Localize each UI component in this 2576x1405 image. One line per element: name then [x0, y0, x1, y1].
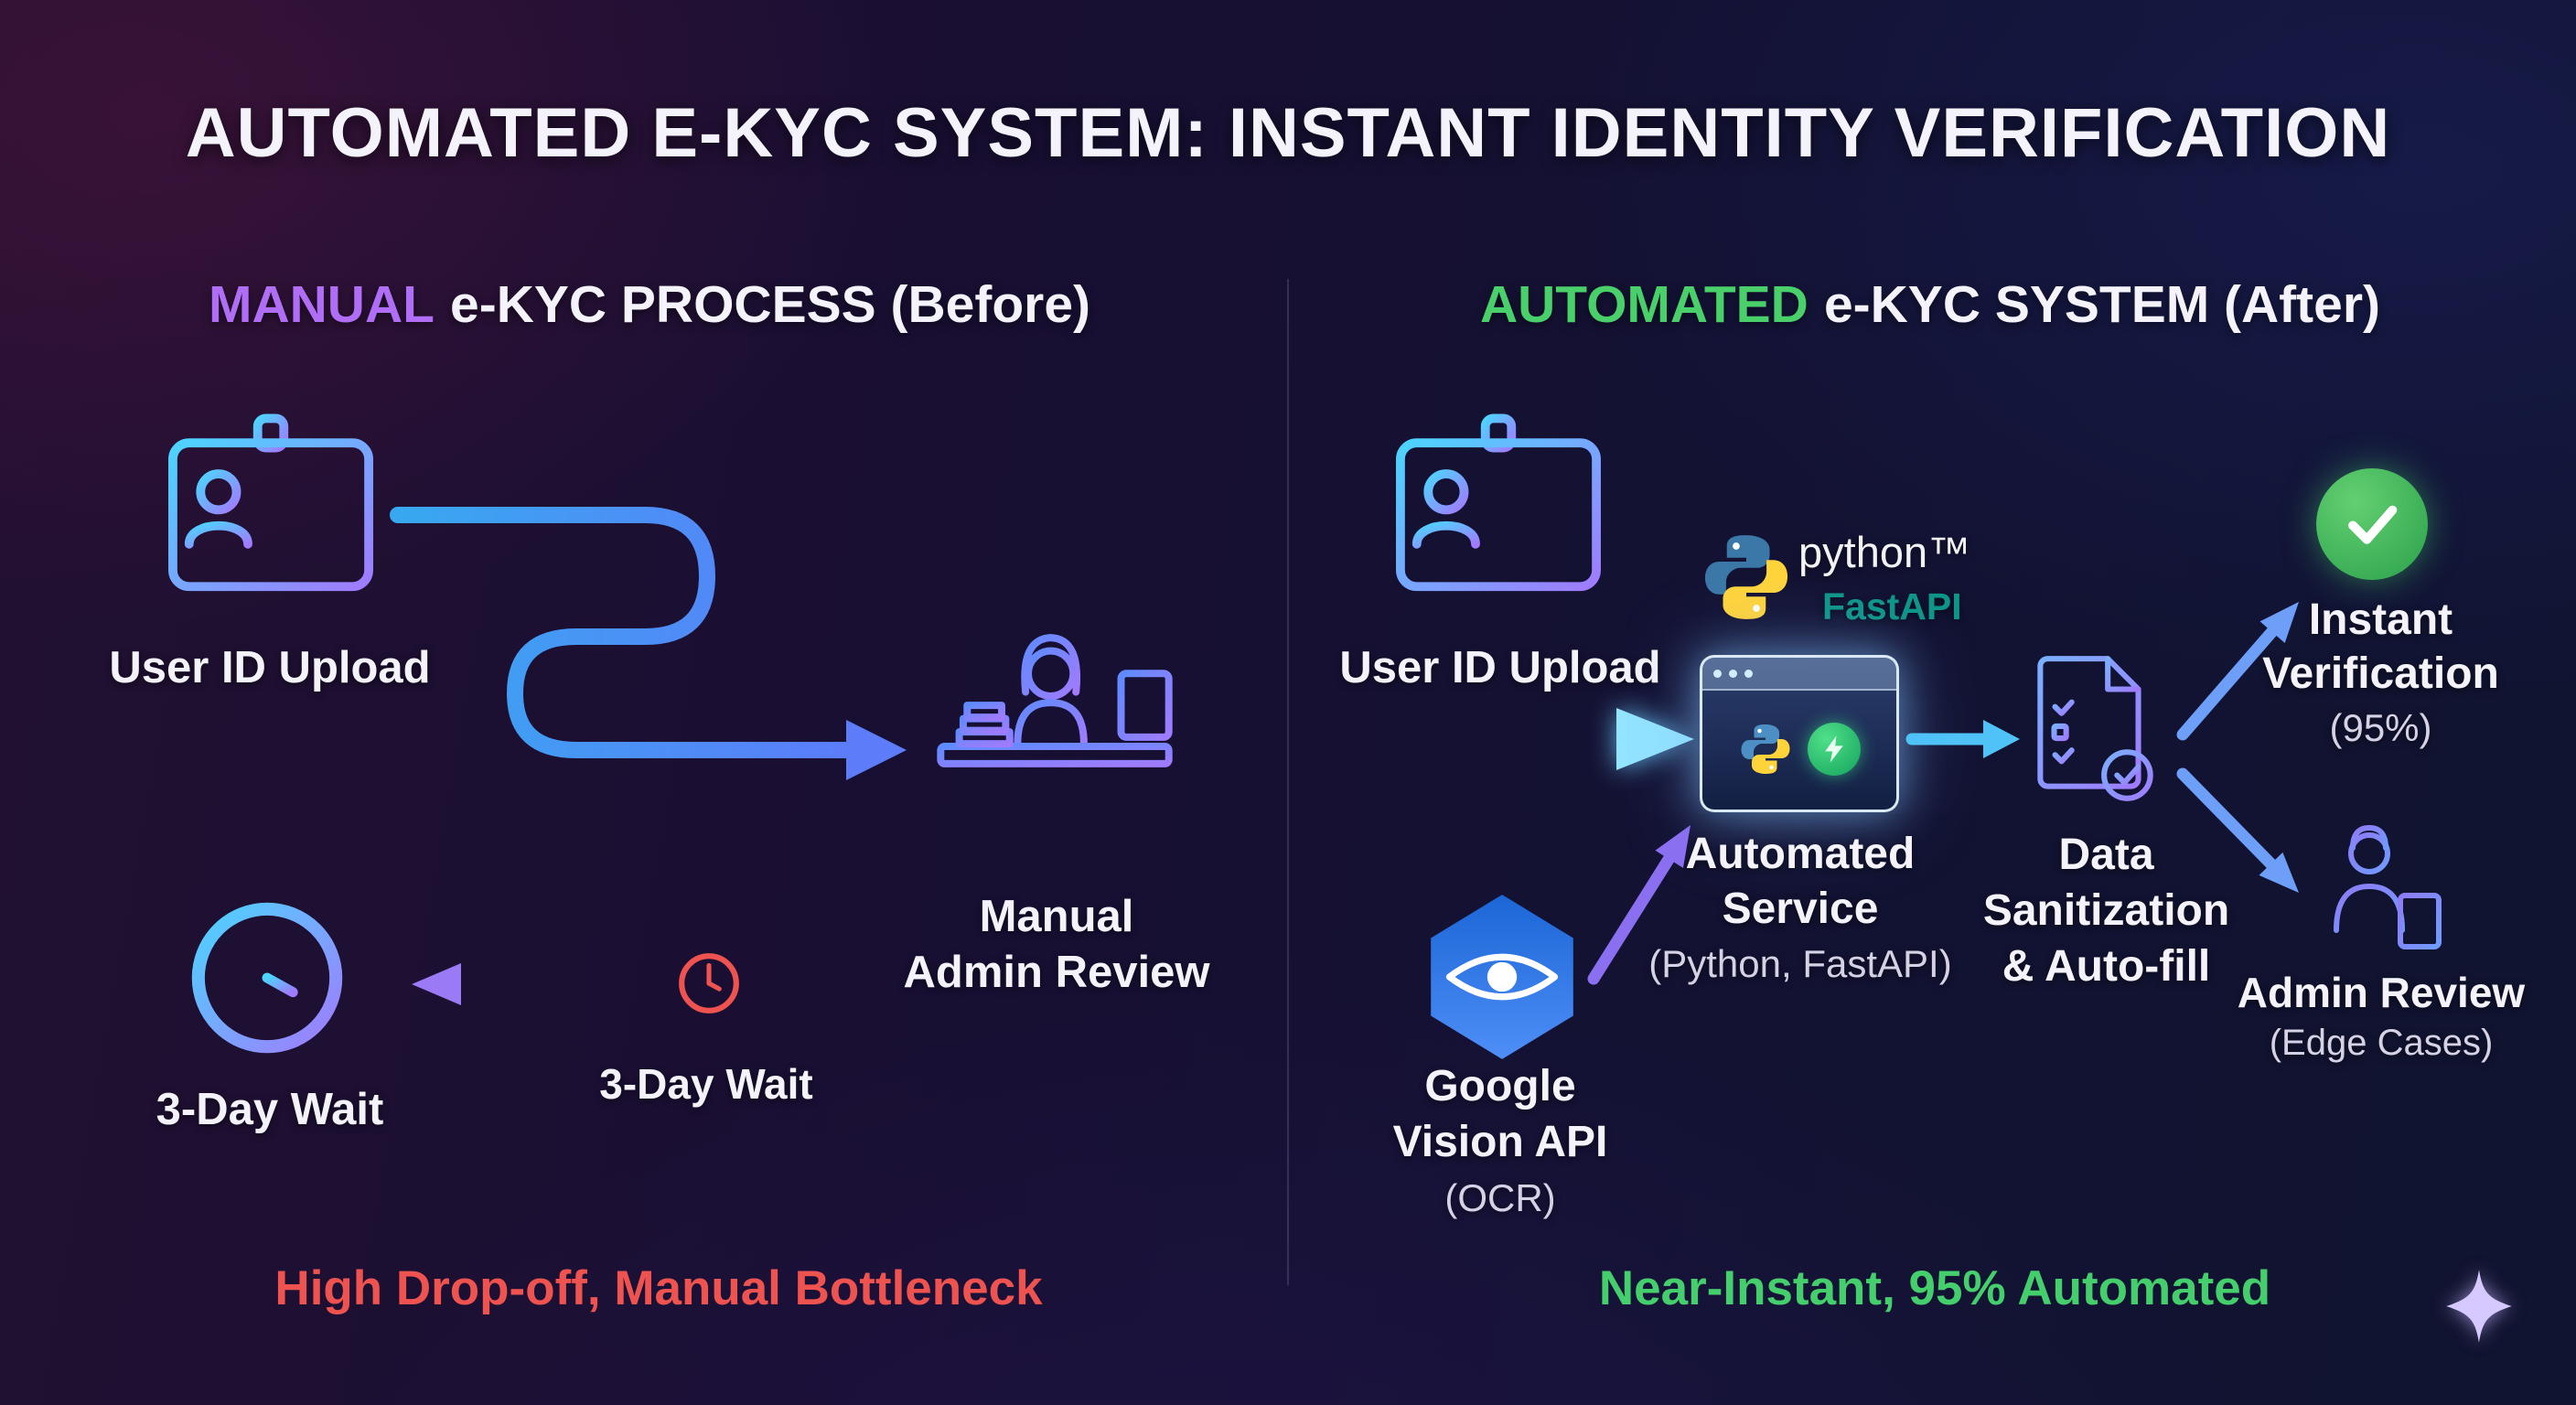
vision-sub: (OCR) [1444, 1176, 1556, 1219]
python-logo-icon [1704, 535, 1788, 619]
left-heading-rest: e-KYC PROCESS (Before) [450, 275, 1090, 334]
python-logo-icon [1741, 724, 1790, 774]
service-sub: (Python, FastAPI) [1648, 942, 1952, 985]
admin-review-label: Admin Review (Edge Cases) [2194, 968, 2569, 1068]
instant-line2: Verification [2262, 649, 2499, 698]
left-panel-heading: MANUAL e-KYC PROCESS (Before) [55, 274, 1244, 335]
data-line3: & Auto-fill [2002, 942, 2211, 991]
panel-divider [1287, 279, 1289, 1285]
clock-icon [191, 902, 343, 1054]
branch-up-arrow [2176, 602, 2299, 741]
google-vision-label: Google Vision API (OCR) [1317, 1058, 1683, 1226]
python-wordmark: python™ [1798, 528, 1971, 576]
return-arrow [412, 963, 836, 1005]
admin-person-icon [2334, 825, 2442, 949]
service-content [1702, 691, 1896, 808]
branch-down-arrow [2176, 767, 2299, 893]
data-line2: Sanitization [1982, 886, 2230, 935]
right-footer: Near-Instant, 95% Automated [1598, 1261, 2271, 1315]
window-chrome [1702, 658, 1896, 691]
vision-line2: Vision API [1392, 1118, 1608, 1166]
s-curve-arrow [390, 507, 907, 780]
window-dot-icon [1729, 669, 1737, 678]
sparkle-icon [2446, 1270, 2512, 1343]
left-heading-accent: MANUAL [208, 275, 435, 334]
admin-sub: (Edge Cases) [2269, 1023, 2494, 1063]
desk-review-icon [937, 634, 1173, 858]
upload-to-service-arrow [1336, 708, 1694, 770]
admin-line1: Admin Review [2237, 969, 2526, 1016]
instant-line1: Instant [2308, 595, 2453, 644]
right-heading-rest: e-KYC SYSTEM (After) [1823, 275, 2380, 334]
vision-line1: Google [1424, 1062, 1576, 1110]
instant-sub: (95%) [2329, 706, 2432, 749]
right-heading-accent: AUTOMATED [1479, 275, 1809, 334]
left-footer: High Drop-off, Manual Bottleneck [274, 1261, 1043, 1315]
service-to-data-arrow [1905, 720, 2020, 758]
wait-small-label: 3-Day Wait [599, 1060, 813, 1108]
window-dot-icon [1713, 669, 1722, 678]
data-line1: Data [2058, 831, 2154, 879]
document-check-icon [2037, 656, 2153, 801]
page-title: AUTOMATED E-KYC SYSTEM: INSTANT IDENTITY… [185, 94, 2391, 172]
left-user-id-upload-label: User ID Upload [109, 643, 431, 692]
vision-eye-icon [1431, 895, 1573, 1059]
browser-window-icon [1700, 655, 1899, 812]
manual-review-line2: Admin Review [903, 948, 1210, 997]
data-sanitization-label: Data Sanitization & Auto-fill [1921, 827, 2292, 994]
wait-big-label: 3-Day Wait [156, 1085, 384, 1134]
instant-verification-label: Instant Verification (95%) [2195, 593, 2566, 755]
check-icon [2316, 468, 2428, 580]
small-clock-icon [679, 953, 739, 1014]
right-user-id-upload-label: User ID Upload [1339, 643, 1661, 692]
fastapi-wordmark: FastAPI [1822, 585, 1962, 627]
manual-admin-review-label: Manual Admin Review [855, 889, 1258, 1001]
window-dot-icon [1744, 669, 1753, 678]
automated-service-label: Automated Service (Python, FastAPI) [1617, 827, 1983, 992]
id-card-icon [1396, 413, 1601, 592]
vision-to-service-arrow [1587, 825, 1690, 985]
service-line2: Service [1722, 885, 1879, 933]
lightning-icon [1808, 723, 1861, 776]
service-line1: Automated [1685, 830, 1916, 878]
manual-review-line1: Manual [979, 892, 1134, 941]
id-card-icon [168, 413, 373, 592]
